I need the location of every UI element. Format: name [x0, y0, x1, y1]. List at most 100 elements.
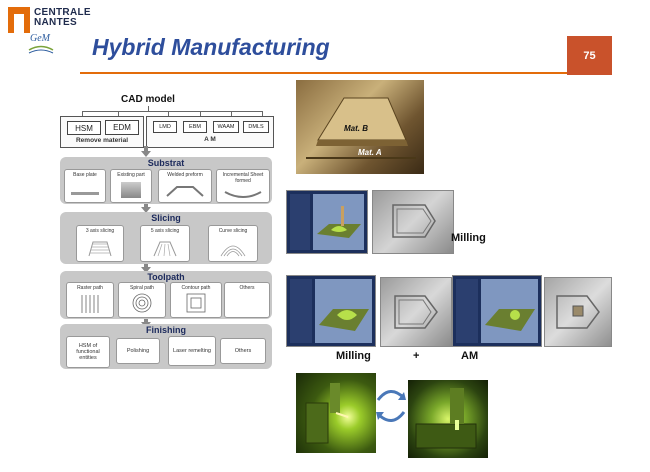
edm-button[interactable]: EDM: [105, 120, 139, 135]
tree-line: [82, 111, 83, 118]
card-label: Welded preform: [167, 172, 203, 178]
card-label: Contour path: [181, 285, 211, 291]
slicing-card[interactable]: Curve slicing: [208, 225, 258, 262]
substrat-card[interactable]: Welded preform: [158, 169, 212, 203]
hybrid-part-photo-2: [544, 277, 612, 347]
cam-part-shape: [319, 309, 369, 331]
card-label: Others: [234, 348, 252, 354]
flow-arrow-head: [141, 151, 151, 157]
finishing-card[interactable]: Others: [220, 338, 266, 364]
cam-viewport: [315, 279, 372, 343]
substrat-card[interactable]: Base plate: [64, 169, 106, 203]
centrale-logo-mark: [8, 7, 30, 33]
toolpath-card[interactable]: Raster path: [66, 282, 114, 318]
card-label: 3 axis slicing: [85, 228, 115, 234]
card-label: Incremental Sheet formed: [222, 172, 264, 184]
logo-line1: CENTRALE: [34, 7, 91, 18]
milling-tool-shape: [415, 388, 477, 449]
dmls-button[interactable]: DMLS: [243, 121, 269, 133]
toolpath-card[interactable]: Contour path: [170, 282, 222, 318]
milling-caption: Milling: [451, 232, 486, 244]
hybrid-pocket-shape: [394, 295, 438, 329]
milling-bottom-caption: Milling: [336, 350, 371, 362]
gem-logo: GeM: [30, 33, 50, 44]
cam-sidebar: [290, 194, 310, 250]
card-label: HSM of functional entities: [76, 343, 100, 361]
substrat-panel: Substrat Base plate Existing part Welded…: [60, 157, 272, 204]
cad-model-title: CAD model: [121, 94, 175, 105]
tree-line: [118, 111, 119, 118]
title-underline: [80, 72, 568, 74]
slicing-card[interactable]: 3 axis slicing: [76, 225, 124, 262]
plus-sign: +: [413, 350, 420, 362]
centrale-logo-text: CENTRALE NANTES: [34, 8, 91, 28]
mat-a-label: Mat. A: [358, 148, 382, 157]
lmd-button[interactable]: LMD: [153, 121, 177, 133]
card-label: Laser remelting: [173, 348, 211, 354]
tree-line: [200, 111, 201, 118]
card-label: 5 axis slicing: [150, 228, 180, 234]
page-number-box: 75: [567, 36, 612, 75]
gem-logo-swoosh: [28, 45, 54, 54]
contour-path-shape: [186, 293, 206, 313]
slicing-panel: Slicing 3 axis slicing 5 axis slicing Cu…: [60, 212, 272, 264]
remove-material-caption: Remove material: [75, 137, 129, 144]
toolpath-title: Toolpath: [147, 272, 185, 282]
am-nozzle-shape: [305, 383, 349, 444]
three-axis-slicing-shape: [88, 241, 112, 257]
five-axis-slicing-shape: [153, 241, 177, 257]
tree-line: [148, 106, 149, 112]
flow-arrow-shaft: [144, 204, 148, 208]
tree-line: [82, 111, 262, 112]
tree-line: [231, 111, 232, 118]
finishing-card[interactable]: HSM of functional entities: [66, 336, 110, 368]
cam-sidebar: [456, 279, 478, 343]
milling-process-photo: [408, 380, 488, 458]
card-label: Base plate: [73, 172, 97, 178]
raster-path-shape: [81, 295, 99, 313]
ebm-button[interactable]: EBM: [183, 121, 207, 133]
material-photo: Mat. B Mat. A: [296, 80, 424, 174]
toolpath-card[interactable]: Others: [224, 282, 270, 318]
am-group: LMD EBM WAAM DMLS A M: [146, 116, 274, 148]
slicing-card[interactable]: 5 axis slicing: [140, 225, 190, 262]
finishing-card[interactable]: Polishing: [116, 338, 160, 364]
card-label: Existing part: [117, 172, 145, 178]
mat-b-label: Mat. B: [344, 124, 368, 133]
hsm-button[interactable]: HSM: [67, 121, 101, 135]
card-label: Polishing: [126, 348, 150, 354]
page-title: Hybrid Manufacturing: [92, 34, 330, 60]
cam-screenshot-hybrid-2: [452, 275, 542, 347]
toolpath-card[interactable]: Spiral path: [118, 282, 166, 318]
flow-arrow-head: [141, 267, 151, 273]
flow-arrow-shaft: [144, 146, 148, 152]
substrat-card[interactable]: Existing part: [110, 169, 152, 203]
toolpath-panel: Toolpath Raster path Spiral path Contour…: [60, 271, 272, 319]
cam-viewport: [481, 279, 538, 343]
milled-pocket-shape: [392, 204, 436, 238]
card-label: Others: [239, 285, 255, 291]
spiral-path-shape: [132, 293, 152, 313]
hybrid-boss-shape: [556, 295, 600, 329]
remove-material-group: HSM EDM Remove material: [60, 116, 144, 148]
card-label: Spiral path: [130, 285, 154, 291]
pyramid-part-shape: [306, 97, 416, 159]
finishing-title: Finishing: [146, 325, 186, 335]
logo-line2: NANTES: [34, 17, 77, 28]
am-caption: A M: [204, 136, 216, 143]
cam-sidebar: [290, 279, 312, 343]
substrat-card[interactable]: Incremental Sheet formed: [216, 169, 270, 203]
flow-arrow-head: [141, 207, 151, 213]
page-number: 75: [583, 49, 596, 62]
curve-slicing-shape: [220, 245, 246, 257]
am-caption-bottom: AM: [461, 350, 479, 362]
sheet-formed-shape: [224, 191, 262, 198]
slicing-title: Slicing: [151, 213, 181, 223]
tree-line: [262, 111, 263, 118]
cam-screenshot-milling: [286, 190, 368, 254]
waam-button[interactable]: WAAM: [213, 121, 239, 133]
tree-line: [168, 111, 169, 118]
base-plate-shape: [71, 192, 99, 195]
cycle-arrows-icon: [376, 390, 406, 422]
finishing-card[interactable]: Laser remelting: [168, 336, 216, 366]
